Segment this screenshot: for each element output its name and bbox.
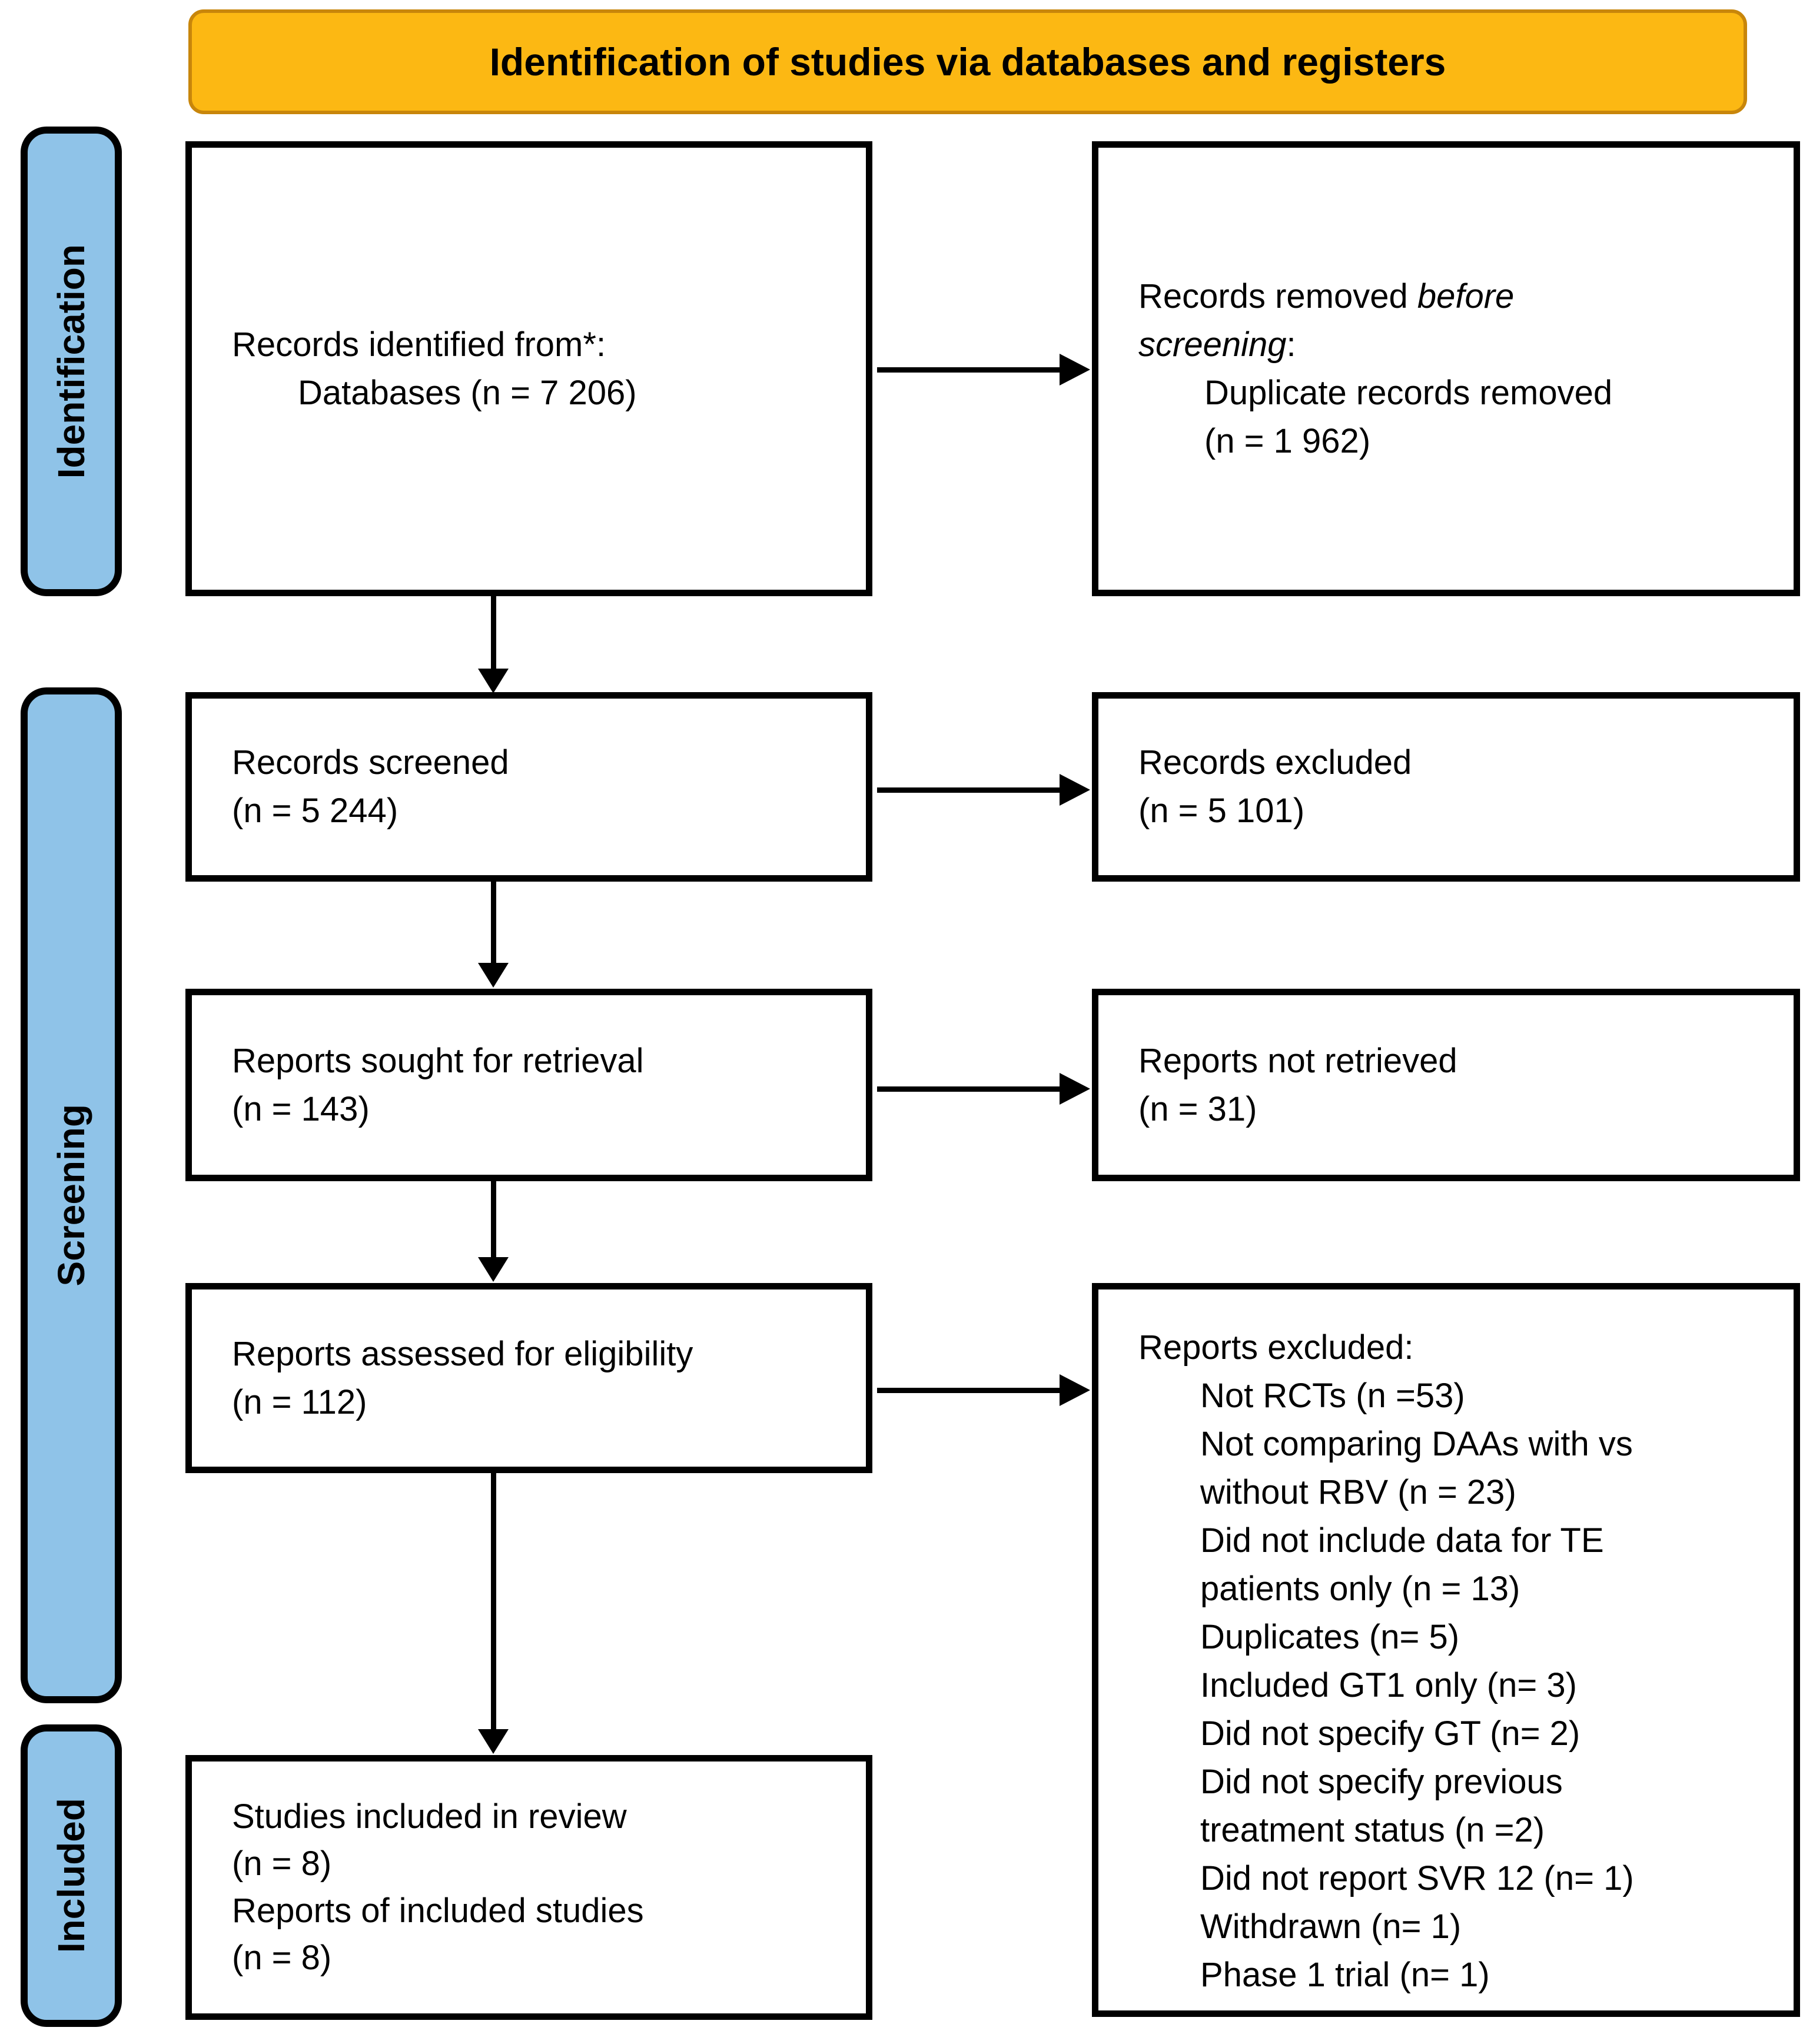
exclusion-reason: treatment status (n =2)	[1200, 1811, 1545, 1849]
box-line-text-italic: screening	[1138, 325, 1287, 364]
arrow-line-identified-to-screened	[491, 596, 496, 671]
exclusion-reason: Not comparing DAAs with vs	[1200, 1425, 1633, 1463]
arrow-right-icon	[1060, 1374, 1090, 1406]
box-line: (n = 31)	[1138, 1089, 1257, 1128]
arrow-line-screened-to-excluded	[877, 787, 1061, 793]
exclusion-reason: Did not include data for TE	[1200, 1521, 1604, 1560]
box-line: (n = 112)	[232, 1382, 367, 1421]
box-line-text-italic: before	[1417, 277, 1515, 315]
banner-identification-of-studies: Identification of studies via databases …	[188, 9, 1747, 114]
stage-label-screening: Screening	[21, 687, 122, 1703]
box-records-excluded: Records excluded (n = 5 101)	[1092, 692, 1800, 882]
stage-label-included-text: Included	[50, 1798, 92, 1953]
box-reports-not-retrieved: Reports not retrieved (n = 31)	[1092, 989, 1800, 1181]
arrow-right-icon	[1060, 354, 1090, 385]
arrow-right-icon	[1060, 774, 1090, 806]
arrow-down-icon	[478, 1257, 509, 1282]
exclusion-reason: patients only (n = 13)	[1200, 1570, 1520, 1608]
box-line: (n = 8)	[232, 1939, 332, 1977]
arrow-down-icon	[478, 1729, 509, 1754]
exclusion-reason: Included GT1 only (n= 3)	[1200, 1666, 1577, 1704]
exclusion-reason: Did not specify previous	[1200, 1763, 1563, 1801]
box-line-text: :	[1286, 325, 1296, 364]
box-records-screened: Records screened (n = 5 244)	[185, 692, 872, 882]
exclusion-reason: Duplicates (n= 5)	[1200, 1618, 1460, 1656]
arrow-line-identified-to-removed	[877, 367, 1061, 373]
box-line: Reports not retrieved	[1138, 1041, 1457, 1080]
exclusion-reason: Did not report SVR 12 (n= 1)	[1200, 1859, 1634, 1897]
arrow-line-screened-to-sought	[491, 882, 496, 964]
arrow-down-icon	[478, 963, 509, 988]
arrow-line-sought-to-assessed	[491, 1181, 496, 1258]
box-line: (n = 5 101)	[1138, 792, 1305, 830]
box-line: Reports sought for retrieval	[232, 1041, 644, 1080]
box-line: Reports excluded:	[1138, 1328, 1414, 1367]
box-records-removed-before-screening: Records removed before screening: Duplic…	[1092, 141, 1800, 596]
exclusion-reason: Not RCTs (n =53)	[1200, 1377, 1465, 1415]
exclusion-reason: Phase 1 trial (n= 1)	[1200, 1956, 1490, 1994]
box-line: (n = 5 244)	[232, 792, 399, 830]
box-line: Records removed before	[1138, 272, 1779, 321]
box-line: (n = 143)	[232, 1089, 370, 1128]
box-line: Records excluded	[1138, 743, 1412, 782]
box-line: Studies included in review	[232, 1797, 627, 1836]
box-line: Records screened	[232, 743, 509, 782]
arrow-down-icon	[478, 669, 509, 693]
exclusion-reason: without RBV (n = 23)	[1200, 1473, 1516, 1511]
arrow-line-assessed-to-included	[491, 1473, 496, 1730]
box-line: Databases (n = 7 206)	[298, 373, 637, 412]
box-line-text: Records removed	[1138, 277, 1417, 315]
box-records-identified: Records identified from*: Databases (n =…	[185, 141, 872, 596]
box-reports-sought-for-retrieval: Reports sought for retrieval (n = 143)	[185, 989, 872, 1181]
box-studies-included-in-review: Studies included in review (n = 8) Repor…	[185, 1755, 872, 2020]
stage-label-identification: Identification	[21, 127, 122, 596]
exclusion-reason: Withdrawn (n= 1)	[1200, 1907, 1462, 1946]
box-line: (n = 8)	[232, 1844, 332, 1883]
exclusion-reason: Did not specify GT (n= 2)	[1200, 1714, 1580, 1753]
stage-label-identification-text: Identification	[50, 244, 92, 479]
box-line: Records identified from*:	[232, 325, 606, 364]
stage-label-included: Included	[21, 1724, 122, 2027]
box-line: screening:	[1138, 321, 1779, 369]
box-line: Reports of included studies	[232, 1892, 644, 1930]
arrow-right-icon	[1060, 1073, 1090, 1105]
stage-label-screening-text: Screening	[50, 1104, 92, 1287]
box-line: Duplicate records removed	[1204, 373, 1613, 412]
box-line: Reports assessed for eligibility	[232, 1334, 693, 1373]
arrow-line-assessed-to-reports-excluded	[877, 1388, 1061, 1393]
box-line: (n = 1 962)	[1204, 421, 1371, 460]
box-reports-excluded-list: Reports excluded: Not RCTs (n =53) Not c…	[1092, 1283, 1800, 2017]
box-reports-assessed-for-eligibility: Reports assessed for eligibility (n = 11…	[185, 1283, 872, 1473]
banner-label: Identification of studies via databases …	[489, 40, 1446, 84]
arrow-line-sought-to-not-retrieved	[877, 1086, 1061, 1092]
